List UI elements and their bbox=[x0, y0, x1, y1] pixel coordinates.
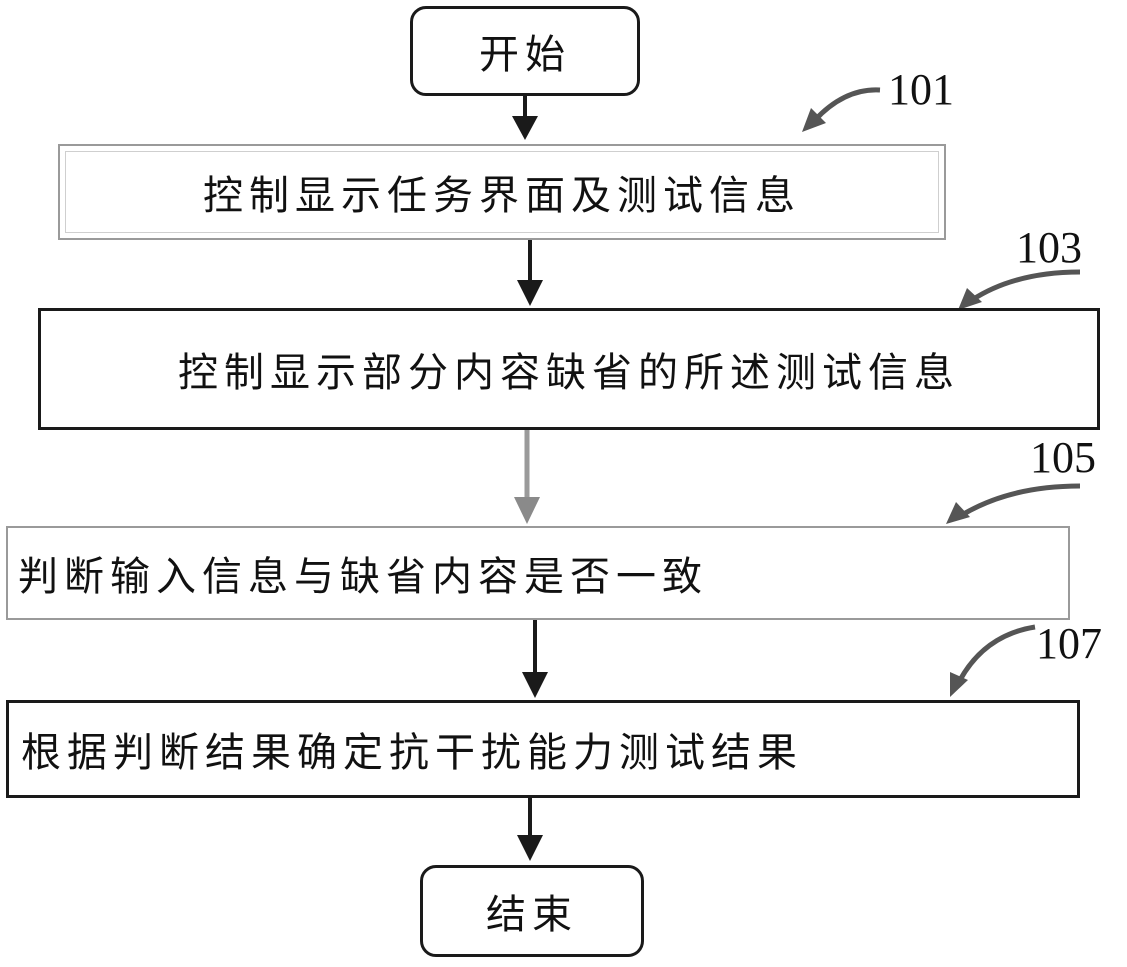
step-101-label: 控制显示任务界面及测试信息 bbox=[203, 163, 801, 221]
step-107-box: 根据判断结果确定抗干扰能力测试结果 bbox=[6, 700, 1080, 798]
pointer-103 bbox=[958, 272, 1080, 310]
arrow-105-to-107 bbox=[522, 610, 548, 698]
step-103-label: 控制显示部分内容缺省的所述测试信息 bbox=[178, 340, 960, 398]
step-103-box: 控制显示部分内容缺省的所述测试信息 bbox=[38, 308, 1100, 430]
step-107-ref: 107 bbox=[1036, 618, 1102, 669]
arrow-start-to-101 bbox=[512, 90, 538, 140]
pointer-101 bbox=[802, 90, 880, 132]
step-105-ref: 105 bbox=[1030, 432, 1096, 483]
pointer-105 bbox=[946, 486, 1080, 524]
end-label: 结束 bbox=[486, 882, 578, 940]
arrow-101-to-103 bbox=[517, 240, 543, 306]
step-103-ref: 103 bbox=[1016, 222, 1082, 273]
pointer-107 bbox=[950, 627, 1035, 697]
arrow-107-to-end bbox=[517, 797, 543, 861]
step-105-label: 判断输入信息与缺省内容是否一致 bbox=[18, 544, 708, 602]
step-107-label: 根据判断结果确定抗干扰能力测试结果 bbox=[21, 720, 803, 778]
step-101-box: 控制显示任务界面及测试信息 bbox=[58, 144, 946, 240]
start-node: 开始 bbox=[410, 6, 640, 96]
start-label: 开始 bbox=[479, 22, 571, 80]
step-105-box: 判断输入信息与缺省内容是否一致 bbox=[6, 526, 1070, 620]
step-101-ref: 101 bbox=[888, 64, 954, 115]
end-node: 结束 bbox=[420, 865, 644, 957]
arrow-103-to-105 bbox=[514, 428, 540, 524]
